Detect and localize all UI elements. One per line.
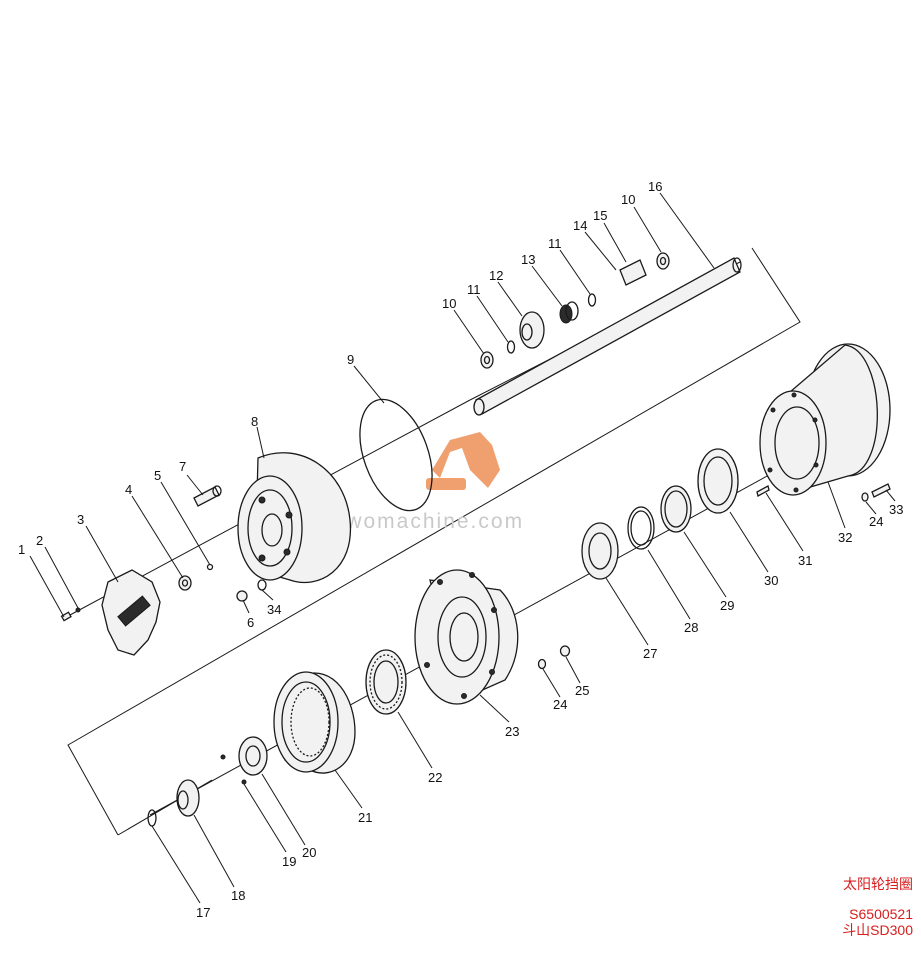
caption-machine-model: 斗山SD300 — [842, 922, 913, 938]
part-11-snap-ring — [506, 340, 516, 354]
part-28-ring — [627, 506, 655, 550]
part-1-bolt — [60, 611, 72, 622]
callout-5: 5 — [154, 468, 161, 483]
axis-lines — [69, 261, 861, 816]
callout-19: 19 — [282, 854, 296, 869]
callout-25: 25 — [575, 683, 589, 698]
part-7-pin — [193, 485, 222, 507]
part-11b-snap-ring — [587, 293, 597, 307]
part-22-roller-bearing — [365, 649, 407, 715]
callout-22: 22 — [428, 770, 442, 785]
part-5-ball — [206, 563, 214, 571]
callout-15: 15 — [593, 208, 607, 223]
callout-21: 21 — [358, 810, 372, 825]
callout-31: 31 — [798, 553, 812, 568]
callout-14: 14 — [573, 218, 587, 233]
leader-lines — [29, 192, 896, 904]
part-16-shaft — [473, 257, 742, 416]
watermark-logo — [426, 432, 500, 490]
callout-7: 7 — [179, 459, 186, 474]
callout-10b: 10 — [621, 192, 635, 207]
part-4-ring-hole — [181, 579, 189, 587]
part-10-washer-hole — [483, 355, 491, 365]
part-2-washer — [75, 607, 81, 613]
part-27-bearing — [581, 522, 619, 580]
callout-4: 4 — [125, 482, 132, 497]
part-19a-screw — [220, 754, 226, 760]
part-9-o-ring — [359, 398, 433, 512]
part-31-bolt — [756, 485, 770, 497]
callout-23: 23 — [505, 724, 519, 739]
part-21-ring-gear — [273, 671, 356, 774]
callout-18: 18 — [231, 888, 245, 903]
part-8-carrier-housing — [237, 452, 352, 584]
callout-11b: 11 — [548, 236, 562, 251]
callout-24b: 24 — [869, 514, 883, 529]
part-17-ring — [147, 809, 157, 827]
watermark-text: liwomachine.com — [333, 510, 524, 533]
part-4-ring — [178, 575, 192, 591]
callout-10a: 10 — [442, 296, 456, 311]
part-24b-washer — [861, 492, 869, 502]
callout-8: 8 — [251, 414, 258, 429]
callout-32: 32 — [838, 530, 852, 545]
callout-9: 9 — [347, 352, 354, 367]
callout-27: 27 — [643, 646, 657, 661]
callout-28: 28 — [684, 620, 698, 635]
callout-34: 34 — [267, 602, 281, 617]
callout-labels: 1 2 3 4 5 6 7 8 9 10 11 12 13 11 14 15 1… — [18, 179, 903, 920]
caption-part-name: 太阳轮挡圈 — [843, 876, 913, 892]
part-25-nut — [559, 645, 571, 657]
part-33-bolt — [871, 483, 891, 498]
callout-33: 33 — [889, 502, 903, 517]
callout-11a: 11 — [467, 282, 481, 297]
part-24a-washer — [537, 658, 547, 670]
part-34-seal — [257, 579, 267, 591]
callout-3: 3 — [77, 512, 84, 527]
part-12-planet-gear — [519, 311, 545, 349]
callout-13: 13 — [521, 252, 535, 267]
part-32-spindle — [759, 343, 891, 496]
callout-24a: 24 — [553, 697, 567, 712]
part-6-plug — [236, 590, 248, 602]
part-23-hub — [414, 569, 519, 705]
callout-29: 29 — [720, 598, 734, 613]
part-18-sun-gear — [176, 779, 200, 817]
part-28-ring-inner — [630, 510, 652, 546]
callout-6: 6 — [247, 615, 254, 630]
part-15-pin — [619, 259, 647, 286]
part-10b-thrust-washer — [656, 252, 670, 270]
callout-12: 12 — [489, 268, 503, 283]
callout-1: 1 — [18, 542, 25, 557]
callout-17: 17 — [196, 905, 210, 920]
callout-2: 2 — [36, 533, 43, 548]
part-10b-washer-hole — [659, 256, 667, 266]
part-13-needle-bearing — [559, 301, 579, 324]
part-10-thrust-washer — [480, 351, 494, 369]
callout-16: 16 — [648, 179, 662, 194]
part-19b-screw — [241, 779, 247, 785]
part-3-cover-plate — [101, 569, 161, 656]
callout-30: 30 — [764, 573, 778, 588]
callout-20: 20 — [302, 845, 316, 860]
caption-part-code: S6500521 — [849, 906, 913, 922]
part-29-seal-inner — [664, 490, 688, 528]
part-29-seal — [660, 485, 692, 533]
part-20-retainer — [238, 736, 268, 776]
part-30-floating-seal-inner — [703, 456, 733, 506]
